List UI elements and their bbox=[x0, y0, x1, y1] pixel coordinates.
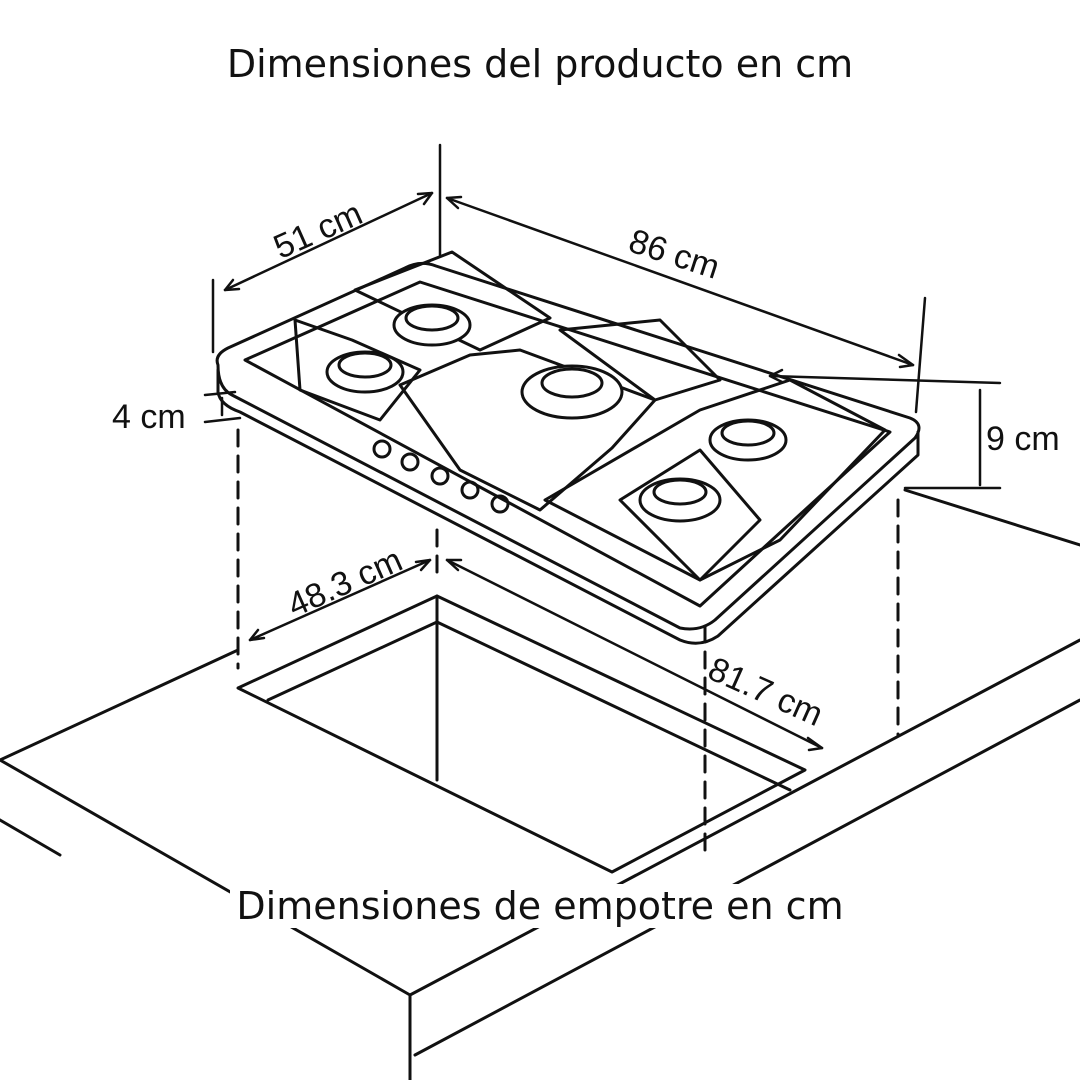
product-dimensions-title: Dimensiones del producto en cm bbox=[226, 42, 854, 86]
dimension-lines bbox=[203, 143, 1002, 752]
builtin-dimensions-title: Dimensiones de empotre en cm bbox=[0, 884, 1080, 928]
cutout bbox=[236, 594, 807, 874]
builtin-dimensions-title-text: Dimensiones de empotre en cm bbox=[230, 884, 850, 928]
countertop bbox=[0, 488, 1080, 1080]
thickness-label: 4 cm bbox=[112, 398, 186, 436]
cooktop bbox=[215, 250, 921, 645]
height-label: 9 cm bbox=[986, 420, 1060, 458]
